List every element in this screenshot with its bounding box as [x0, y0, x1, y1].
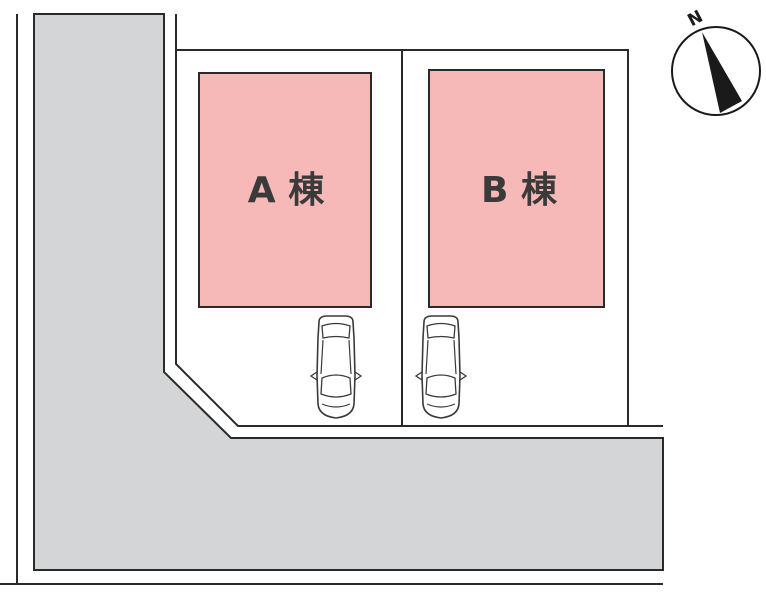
north-arrow-icon: [702, 32, 742, 113]
building-b: [428, 69, 605, 308]
car-icon: [310, 315, 362, 419]
road: [33, 13, 664, 571]
compass: N: [671, 7, 761, 116]
building-a: [198, 72, 372, 308]
building-b-label: B 棟: [481, 170, 558, 211]
lot-front-boundary: [175, 14, 663, 427]
north-label: N: [684, 7, 706, 31]
lot-boundary: [176, 49, 629, 426]
building-a-label: A 棟: [248, 170, 325, 211]
car-icon: [415, 315, 467, 419]
